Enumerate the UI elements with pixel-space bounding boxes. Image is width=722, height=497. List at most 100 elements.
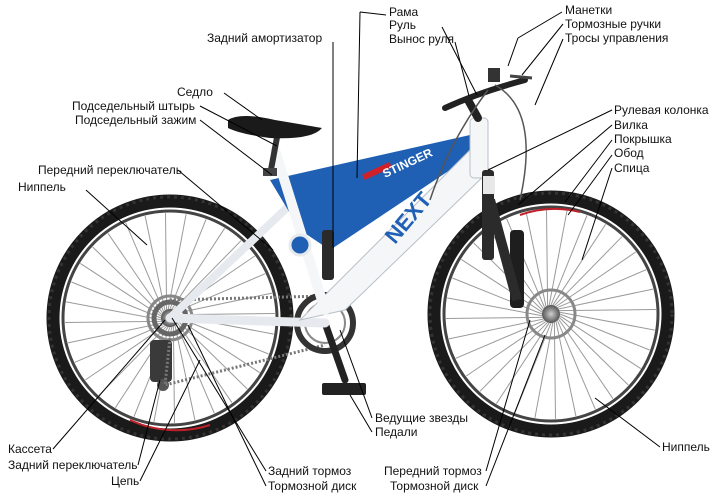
leader-seatpost — [199, 105, 278, 147]
frame: STINGER NEXT — [165, 117, 491, 328]
label-spoke: Спица — [614, 161, 650, 175]
rear-spoke — [165, 213, 168, 310]
front-rim-decal — [519, 208, 581, 216]
label-rear-derailleur: Задний переключатель — [8, 458, 138, 472]
rear-spoke — [174, 325, 196, 421]
leader-frame-b — [356, 11, 361, 179]
rear-spoke — [177, 292, 273, 314]
chain-line — [163, 294, 326, 387]
leader-cassette — [52, 319, 166, 450]
stem — [464, 96, 482, 122]
suspension-fork — [482, 170, 524, 308]
label-nipple-rear: Ниппель — [18, 180, 66, 194]
rear-spoke — [80, 262, 162, 317]
leader-rim — [567, 154, 613, 216]
rear-spoke — [171, 228, 226, 310]
label-front-disc: Тормозной диск — [390, 479, 479, 493]
label-control-cables: Тросы управления — [565, 31, 669, 45]
rear-spoke — [176, 273, 266, 313]
rear-rim-decal — [129, 419, 211, 432]
front-brake-rotor — [525, 288, 577, 340]
leader-frame-a — [359, 11, 387, 16]
label-stem: Вынос руля — [389, 32, 455, 46]
leader-stem — [454, 41, 470, 97]
leader-rear-derailleur — [137, 379, 161, 466]
label-brake-levers: Тормозные ручки — [565, 17, 662, 31]
front-tire-tread — [428, 191, 674, 437]
fork-leg — [485, 198, 522, 302]
leader-saddle — [223, 92, 263, 121]
rear-spoke — [92, 246, 163, 315]
label-chainrings: Ведущие звезды — [375, 411, 469, 425]
rear-spoke — [172, 326, 175, 423]
label-seatpost: Подседельный штырь — [72, 99, 195, 113]
leader-fork — [517, 124, 613, 206]
leader-shifters-a — [517, 11, 563, 39]
rear-spoke — [177, 321, 248, 390]
leader-brake-levers — [521, 23, 564, 76]
label-front-brake: Передний тормоз — [384, 464, 482, 478]
leader-cables — [534, 38, 564, 106]
label-rear-shock: Задний амортизатор — [207, 31, 323, 45]
label-seat-clamp: Подседельный зажим — [75, 113, 197, 127]
chain-stay — [165, 313, 330, 328]
label-tire: Покрышка — [614, 132, 672, 146]
label-shifters: Манетки — [565, 3, 613, 17]
fork-crown — [483, 176, 495, 194]
leader-pedals — [349, 394, 373, 433]
rear-spoke — [178, 319, 260, 374]
label-handlebar: Руль — [389, 18, 416, 32]
label-pedals: Педали — [375, 425, 418, 439]
front-hub — [542, 305, 560, 323]
crank-arm — [321, 319, 349, 384]
label-saddle: Седло — [177, 85, 213, 99]
seatpost — [267, 131, 281, 176]
brake-lever — [509, 74, 533, 80]
leader-spoke — [581, 167, 613, 261]
leader-nipple-front — [594, 397, 661, 448]
label-rear-brake: Задний тормоз — [268, 464, 352, 478]
leader-seat-clamp — [199, 119, 273, 176]
label-nipple-front: Ниппель — [662, 440, 710, 454]
shifter-pod — [488, 68, 500, 82]
label-cassette: Кассета — [8, 442, 52, 456]
label-rim: Обод — [614, 146, 644, 160]
control-cable-rear — [429, 89, 489, 201]
rear-spoke — [66, 301, 162, 321]
handlebar-bar — [442, 77, 528, 111]
leader-shifters-b — [507, 37, 519, 67]
leader-lines — [52, 11, 661, 487]
leader-rear-disc — [187, 324, 267, 487]
leader-nipple-rear — [85, 189, 148, 246]
leader-front-disc — [485, 334, 546, 487]
label-chain: Цепь — [111, 474, 140, 488]
label-front-derailleur: Передний переключатель — [38, 163, 182, 177]
control-cable — [494, 84, 527, 201]
seat-clamp — [263, 168, 277, 176]
label-headset: Рулевая колонка — [614, 103, 709, 117]
cockpit — [429, 68, 533, 201]
leader-rear-brake — [171, 317, 267, 472]
rear-spoke — [71, 281, 162, 319]
label-frame: Рама — [389, 5, 419, 19]
frame-accent — [362, 161, 392, 181]
rear-spoke — [65, 320, 162, 323]
rear-spoke — [107, 233, 163, 314]
leader-headset — [487, 109, 613, 171]
rear-spoke — [178, 317, 269, 355]
front-wheel — [427, 190, 675, 438]
rear-spoke — [125, 222, 165, 312]
leader-chainrings — [339, 329, 373, 419]
rear-spoke — [169, 219, 207, 310]
head-tube — [469, 117, 489, 179]
rear-shock-body — [322, 230, 334, 280]
saddle — [228, 116, 322, 139]
leader-front-derailleur — [177, 169, 274, 251]
leader-front-brake — [485, 319, 531, 472]
rear-spoke — [167, 214, 187, 310]
top-tube-blue — [270, 135, 480, 250]
front-rim — [442, 205, 660, 423]
seat-tube — [270, 145, 330, 315]
